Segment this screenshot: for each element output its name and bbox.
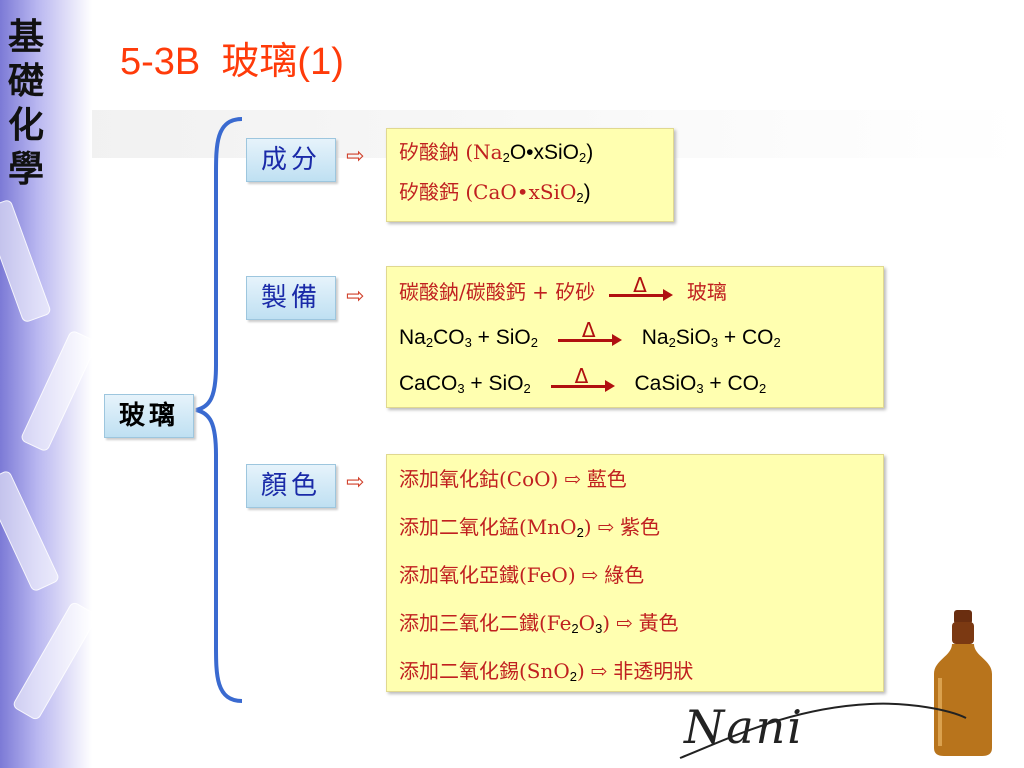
text: 添加三氧化二鐵(Fe xyxy=(399,611,572,635)
subscript: 2 xyxy=(576,190,584,205)
subscript: 3 xyxy=(457,381,465,396)
bottle-silhouette xyxy=(0,198,52,324)
subscript: 2 xyxy=(579,150,587,165)
preparation-line: CaCO3 + SiO2 Δ CaSiO3 + CO2 xyxy=(399,361,871,407)
color-line: 添加二氧化錫(SnO2) ⇨ 非透明狀 xyxy=(399,647,871,695)
subscript: 2 xyxy=(773,335,781,350)
text: 添加氧化鈷(CoO) xyxy=(399,467,559,491)
signature-swoosh xyxy=(679,702,967,759)
delta-symbol: Δ xyxy=(633,273,647,298)
heat-arrow-icon: Δ xyxy=(557,318,622,349)
text: 碳酸鈉/碳酸鈣 + 矽砂 xyxy=(399,280,596,304)
slide-title: 5-3B 玻璃(1) xyxy=(120,30,344,85)
delta-symbol: Δ xyxy=(574,364,589,389)
text: 矽酸鈣 (CaO•xSiO xyxy=(399,180,577,204)
preparation-box: 碳酸鈉/碳酸鈣 + 矽砂 Δ 玻璃 Na2CO3 + SiO2 Δ Na2SiO… xyxy=(386,266,884,408)
text: ) xyxy=(586,141,594,164)
text: ) xyxy=(583,515,592,539)
composition-box: 矽酸鈉 (Na2O•xSiO2) 矽酸鈣 (CaO•xSiO2) xyxy=(386,128,674,222)
hollow-arrow-icon: ⇨ xyxy=(346,470,365,495)
text: + CO xyxy=(703,372,759,395)
subscript: 3 xyxy=(696,381,704,396)
subscript: 2 xyxy=(530,335,539,350)
hollow-arrow-icon: ⇨ xyxy=(597,515,615,539)
text: Na xyxy=(641,326,669,349)
label-preparation: 製備 xyxy=(246,276,336,320)
nani-logo: Nani xyxy=(684,700,805,754)
text: 添加二氧化錳(MnO xyxy=(399,515,577,539)
sidebar-title: 基 礎 化 學 xyxy=(4,16,48,192)
text: 玻璃 xyxy=(686,280,727,304)
color-result: 黃色 xyxy=(638,611,679,635)
text: 添加氧化亞鐵(FeO) xyxy=(399,563,576,587)
subscript: 3 xyxy=(595,621,603,636)
preparation-line: 碳酸鈉/碳酸鈣 + 矽砂 Δ 玻璃 xyxy=(399,269,871,315)
curly-brace-icon xyxy=(195,117,243,703)
slide-title-suffix: (1) xyxy=(297,41,344,83)
sidebar-title-char: 礎 xyxy=(7,61,44,102)
text: ) xyxy=(577,659,585,683)
color-result: 綠色 xyxy=(604,563,645,587)
color-result: 非透明狀 xyxy=(613,659,694,683)
subscript: 2 xyxy=(523,381,531,396)
subscript: 2 xyxy=(668,335,676,350)
label-color: 顏色 xyxy=(246,464,336,508)
text: Na xyxy=(399,326,426,349)
color-box: 添加氧化鈷(CoO) ⇨ 藍色 添加二氧化錳(MnO2) ⇨ 紫色 添加氧化亞鐵… xyxy=(386,454,884,692)
hollow-arrow-icon: ⇨ xyxy=(346,144,365,169)
hollow-arrow-icon: ⇨ xyxy=(590,659,608,683)
label-composition: 成分 xyxy=(246,138,336,182)
preparation-line: Na2CO3 + SiO2 Δ Na2SiO3 + CO2 xyxy=(399,315,871,361)
hollow-arrow-icon: ⇨ xyxy=(564,467,581,491)
subscript: 2 xyxy=(425,335,434,350)
text: CaSiO xyxy=(634,372,697,395)
text: ) xyxy=(602,611,611,635)
heat-arrow-icon: Δ xyxy=(609,273,674,304)
hollow-arrow-icon: ⇨ xyxy=(615,611,633,635)
delta-symbol: Δ xyxy=(581,318,596,343)
color-result: 藍色 xyxy=(586,467,627,491)
composition-line: 矽酸鈉 (Na2O•xSiO2) xyxy=(399,129,661,171)
text: ) xyxy=(583,181,591,204)
text: CaCO xyxy=(399,372,458,395)
text: O xyxy=(578,611,596,635)
text: + SiO xyxy=(464,372,524,395)
text: SiO xyxy=(675,326,711,349)
subscript: 2 xyxy=(759,381,767,396)
composition-line: 矽酸鈣 (CaO•xSiO2) xyxy=(399,171,661,213)
subscript: 3 xyxy=(464,335,472,350)
subscript: 2 xyxy=(502,150,510,165)
color-line: 添加二氧化錳(MnO2) ⇨ 紫色 xyxy=(399,503,871,551)
root-label-glass: 玻璃 xyxy=(104,394,194,438)
subscript: 2 xyxy=(571,621,579,636)
color-result: 紫色 xyxy=(620,515,661,539)
text: CO xyxy=(433,326,465,349)
text: + CO xyxy=(718,326,774,349)
subscript: 2 xyxy=(576,525,584,540)
color-line: 添加氧化鈷(CoO) ⇨ 藍色 xyxy=(399,455,871,503)
bottle-silhouette xyxy=(11,600,92,722)
text: 添加二氧化錫(SnO xyxy=(399,659,570,683)
subscript: 3 xyxy=(710,335,719,350)
slide-title-prefix: 5-3B xyxy=(120,41,201,83)
sidebar-title-char: 化 xyxy=(7,105,44,146)
sidebar-title-char: 學 xyxy=(7,149,44,190)
hollow-arrow-icon: ⇨ xyxy=(346,284,365,309)
text: 矽酸鈉 (Na xyxy=(399,140,503,164)
hollow-arrow-icon: ⇨ xyxy=(581,563,599,587)
sidebar-title-char: 基 xyxy=(7,17,44,58)
text: O•xSiO xyxy=(509,141,580,164)
slide-title-cn: 玻璃 xyxy=(221,39,298,83)
bottle-silhouette xyxy=(19,329,92,453)
sidebar: 基 礎 化 學 xyxy=(0,0,92,768)
color-line: 添加氧化亞鐵(FeO) ⇨ 綠色 xyxy=(399,551,871,599)
color-line: 添加三氧化二鐵(Fe2O3) ⇨ 黃色 xyxy=(399,599,871,647)
bottle-silhouette xyxy=(0,469,61,593)
text: + SiO xyxy=(471,326,531,349)
amber-bottle-icon xyxy=(934,610,992,756)
subscript: 2 xyxy=(569,669,578,684)
heat-arrow-icon: Δ xyxy=(550,364,615,395)
